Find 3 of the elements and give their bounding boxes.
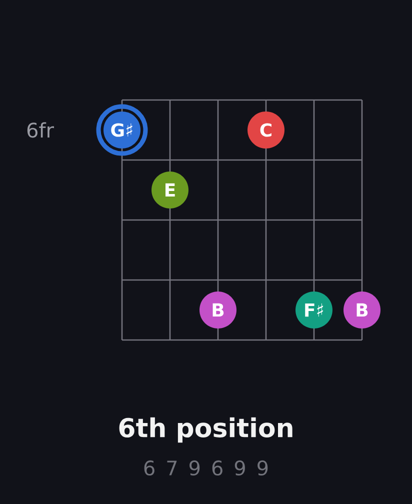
chart-title: 6th position <box>119 417 292 443</box>
fret-sequence: 6 7 9 6 9 9 <box>144 460 268 476</box>
fret-number: 6fr <box>27 122 54 138</box>
